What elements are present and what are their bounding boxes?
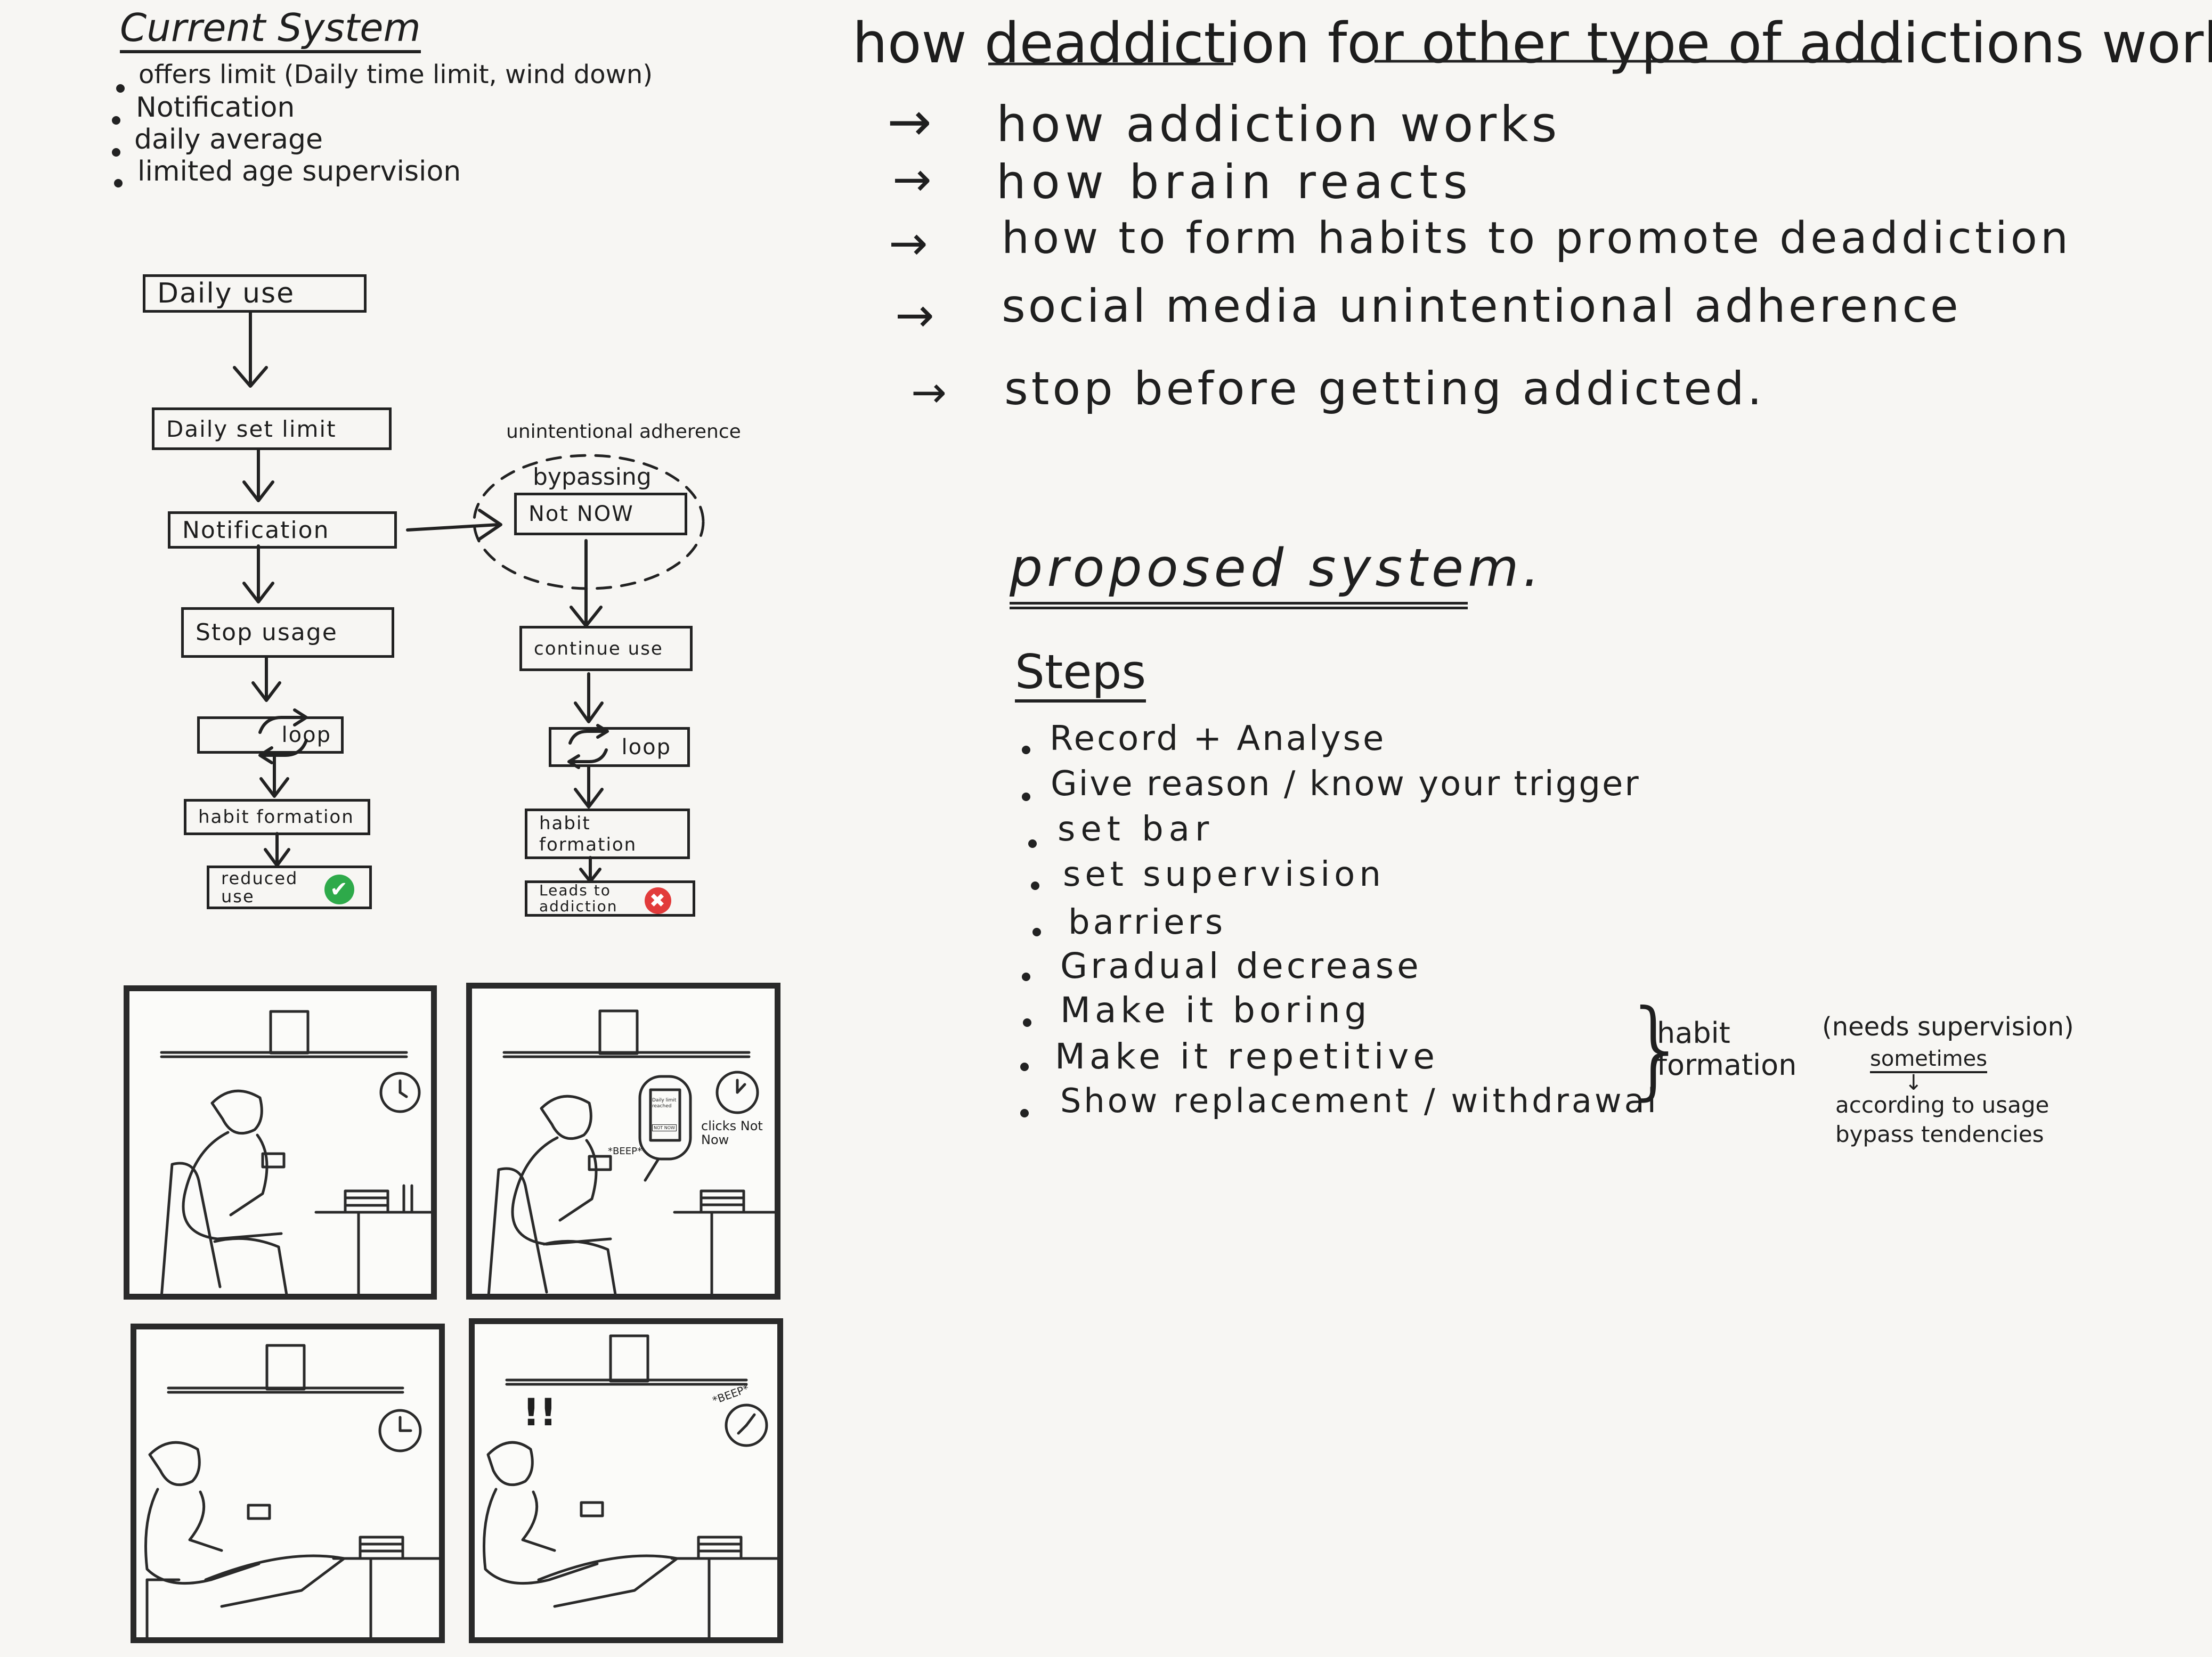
phone-popup-title: Daily limit reached xyxy=(652,1098,677,1109)
bullet-item: daily average xyxy=(134,124,323,156)
storyboard-panel-3 xyxy=(131,1324,445,1643)
step-item: barriers xyxy=(1068,903,1226,942)
reduced-use-label: reduced use xyxy=(221,868,298,907)
panel-2-drawing xyxy=(487,1009,775,1294)
brace-icon: } xyxy=(1622,987,1690,1111)
question-item: stop before getting addicted. xyxy=(1004,362,1766,415)
flow-continue-use: continue use xyxy=(519,626,693,671)
flow-loop-left: loop xyxy=(197,716,344,754)
step-item: Gradual decrease xyxy=(1060,945,1422,986)
question-item: social media unintentional adherence xyxy=(1002,280,1961,333)
flow-loop-right: loop xyxy=(549,727,690,767)
flow-habit-formation-right: habit formation xyxy=(525,809,690,859)
bullet-item: limited age supervision xyxy=(137,156,461,187)
bullet-item: Notification xyxy=(136,92,295,124)
habit-formation-label: habit formation xyxy=(539,812,637,855)
step-item: Give reason / know your trigger xyxy=(1051,764,1640,804)
storyboard-panel-4: !! *BEEP* xyxy=(469,1318,783,1643)
step-item: Make it boring xyxy=(1060,990,1371,1031)
bypass-note: bypass tendencies xyxy=(1835,1121,2044,1147)
arrow-icon: → xyxy=(887,91,932,153)
phone-popup-button: NOT NOW xyxy=(652,1124,677,1131)
unintentional-adherence-label: unintentional adherence xyxy=(506,421,741,443)
according-note: according to usage xyxy=(1835,1092,2050,1118)
flow-notification: Notification xyxy=(168,511,397,549)
bypassing-label: bypassing xyxy=(533,463,652,491)
sometimes-note: sometimes xyxy=(1870,1047,1988,1073)
flow-not-now: Not NOW xyxy=(514,493,687,535)
loop-label: loop xyxy=(621,734,671,760)
panel-3-drawing xyxy=(144,1344,439,1637)
exclaim-label: !! xyxy=(523,1391,557,1434)
step-item: Show replacement / withdrawal xyxy=(1060,1081,1659,1120)
habit-formation-note: habit formation xyxy=(1657,1016,1797,1082)
storyboard-panel-2: Daily limit reached NOT NOW *BEEP* click… xyxy=(466,983,780,1300)
steps-label: Steps xyxy=(1015,644,1146,703)
step-item: Make it repetitive xyxy=(1055,1036,1439,1077)
arrow-icon: → xyxy=(911,368,947,417)
arrow-icon: → xyxy=(889,216,928,271)
flow-habit-formation-left: habit formation xyxy=(184,799,370,835)
bullet-item: offers limit (Daily time limit, wind dow… xyxy=(139,60,653,89)
flow-leads-to-addiction: Leads to addiction ✖ xyxy=(525,880,695,917)
question-item: how brain reacts xyxy=(996,154,1473,209)
flow-daily-use: Daily use xyxy=(143,274,367,313)
step-item: set bar xyxy=(1058,810,1215,849)
step-item: set supervision xyxy=(1063,855,1385,894)
question-item: how to form habits to promote deaddictio… xyxy=(1002,213,2071,264)
clicks-not-now-label: clicks Not Now xyxy=(701,1119,763,1147)
proposed-system-title: proposed system. xyxy=(1010,538,1540,609)
cross-icon: ✖ xyxy=(645,887,671,914)
panel-4-drawing xyxy=(483,1334,777,1637)
check-icon: ✔ xyxy=(324,875,354,904)
needs-supervision-note: (needs supervision) xyxy=(1822,1012,2074,1042)
small-down-arrow-icon: ↓ xyxy=(1905,1071,1923,1095)
current-system-title: Current System xyxy=(120,5,421,53)
storyboard-panel-1 xyxy=(124,985,437,1300)
flow-reduced-use: reduced use ✔ xyxy=(207,866,372,909)
leads-to-addiction-label: Leads to addiction xyxy=(539,881,618,915)
arrow-icon: → xyxy=(892,152,932,207)
arrow-icon: → xyxy=(895,288,934,342)
panel-1-drawing xyxy=(160,1010,431,1294)
flow-stop-usage: Stop usage xyxy=(181,607,394,658)
beep-label: *BEEP* xyxy=(608,1146,642,1157)
loop-label: loop xyxy=(281,723,331,747)
step-item: Record + Analyse xyxy=(1050,719,1386,758)
flow-daily-set-limit: Daily set limit xyxy=(152,407,392,450)
question-item: how addiction works xyxy=(996,96,1560,153)
